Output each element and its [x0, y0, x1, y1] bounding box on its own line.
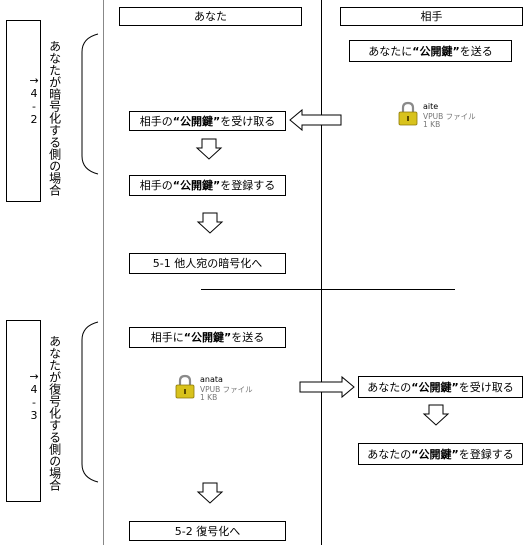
section2-side-box: [6, 320, 41, 502]
receive-key-post: を受け取る: [220, 114, 276, 128]
receive-key-keyword: “公開鍵”: [172, 114, 221, 128]
section2-brace: [81, 321, 99, 483]
next-step-label: 5-2 復号化へ: [174, 524, 241, 538]
file-name: aite: [423, 102, 439, 111]
down-arrow-icon: [195, 138, 223, 160]
transfer-arrow-left: [289, 108, 342, 132]
section1-ref: →4-2: [27, 74, 41, 126]
receive-key-post: を受け取る: [458, 380, 514, 394]
register-key-pre: あなたの: [367, 447, 412, 461]
section1-next-step-box: 5-1 他人宛の暗号化へ: [129, 253, 286, 274]
register-key-pre: 相手の: [139, 179, 173, 192]
file-type: VPUB ファイル: [200, 385, 253, 394]
register-key-post: を登録する: [458, 447, 514, 461]
section-divider: [201, 289, 455, 290]
section2-send-key-box: 相手に“公開鍵”を送る: [129, 327, 286, 348]
section1-brace: [81, 33, 99, 175]
section1-register-key-box: 相手の“公開鍵”を登録する: [129, 175, 286, 196]
lock-icon: [398, 101, 418, 126]
section1-send-key-box: あなたに“公開鍵”を送る: [349, 40, 512, 62]
send-key-keyword: “公開鍵”: [183, 331, 232, 344]
lane-divider-left: [103, 0, 104, 545]
column-header-you-label: あなた: [194, 10, 227, 23]
send-key-pre: あなたに: [368, 44, 413, 58]
down-arrow-icon: [422, 404, 450, 426]
file-anata[interactable]: anata VPUB ファイル 1 KB: [174, 374, 254, 403]
file-size: 1 KB: [423, 120, 441, 129]
section2-next-step-box: 5-2 復号化へ: [129, 521, 286, 541]
column-header-partner-label: 相手: [420, 10, 443, 23]
column-header-you: あなた: [119, 7, 302, 26]
column-header-partner: 相手: [340, 7, 523, 26]
file-size: 1 KB: [200, 393, 218, 402]
send-key-post: を送る: [231, 331, 265, 344]
section2-register-key-box: あなたの“公開鍵”を登録する: [358, 443, 523, 465]
send-key-pre: 相手に: [150, 331, 184, 344]
next-step-label: 5-1 他人宛の暗号化へ: [152, 257, 263, 270]
down-arrow-icon: [196, 212, 224, 234]
register-key-keyword: “公開鍵”: [172, 179, 221, 192]
send-key-post: を送る: [459, 44, 493, 58]
section1-label: あなたが暗号化する側の場合: [47, 40, 62, 196]
file-name: anata: [200, 375, 223, 384]
file-type: VPUB ファイル: [423, 112, 476, 121]
transfer-arrow-right: [299, 375, 355, 399]
section1-side-box: [6, 20, 41, 202]
section2-ref: →4-3: [27, 370, 41, 422]
lock-icon: [175, 374, 195, 399]
file-aite[interactable]: aite VPUB ファイル 1 KB: [397, 101, 477, 130]
register-key-keyword: “公開鍵”: [411, 447, 459, 461]
receive-key-pre: 相手の: [139, 114, 173, 128]
section2-receive-key-box: あなたの“公開鍵”を受け取る: [358, 376, 523, 398]
section1-receive-key-box: 相手の“公開鍵”を受け取る: [129, 111, 286, 131]
receive-key-pre: あなたの: [367, 380, 412, 394]
register-key-post: を登録する: [220, 179, 276, 192]
send-key-keyword: “公開鍵”: [412, 44, 460, 58]
lane-divider-center: [321, 0, 322, 545]
receive-key-keyword: “公開鍵”: [411, 380, 459, 394]
section2-label: あなたが復号化する側の場合: [47, 335, 62, 491]
down-arrow-icon: [196, 482, 224, 504]
